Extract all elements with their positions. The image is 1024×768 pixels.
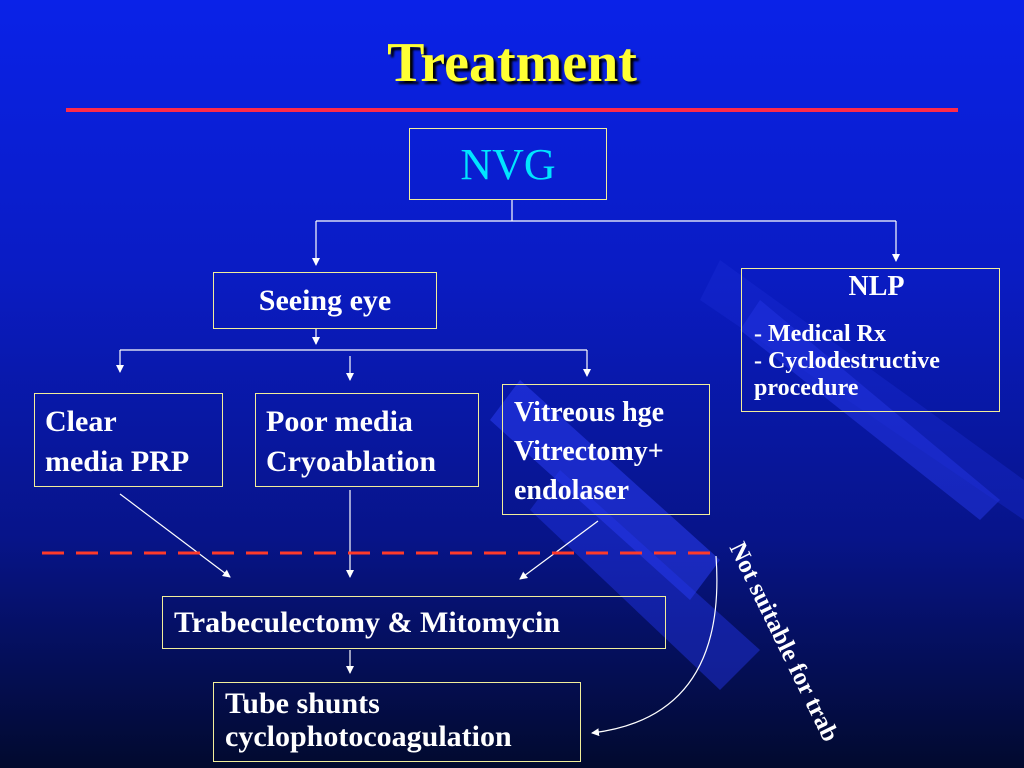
- node-nvg: NVG: [409, 128, 607, 200]
- nlp-line-procedure: procedure: [754, 375, 859, 401]
- tube-line-1: Tube shunts: [225, 687, 380, 720]
- node-trabeculectomy: Trabeculectomy & Mitomycin: [162, 596, 666, 649]
- node-vitreous: Vitreous hge Vitrectomy+ endolaser: [502, 384, 710, 515]
- vitreous-line-3: endolaser: [514, 475, 630, 506]
- nlp-heading: NLP: [848, 271, 905, 302]
- title-underline: [66, 108, 958, 112]
- vitreous-line-2: Vitrectomy+: [514, 436, 664, 467]
- node-clear-media: Clear media PRP: [34, 393, 223, 487]
- arrow-clear-to-trab: [119, 493, 231, 578]
- nlp-line-medical: - Medical Rx: [754, 321, 886, 347]
- clear-media-line-1: Clear: [45, 405, 117, 438]
- node-nlp: NLP - Medical Rx - Cyclodestructive proc…: [741, 268, 1000, 412]
- arrow-bypass-to-tube: [591, 555, 718, 737]
- nlp-line-cyclodestructive: - Cyclodestructive: [754, 348, 940, 374]
- page-title: Treatment: [387, 32, 637, 94]
- arrow-vitreous-to-trab: [519, 520, 599, 580]
- vitreous-line-1: Vitreous hge: [514, 397, 665, 428]
- clear-media-line-2: media PRP: [45, 445, 190, 478]
- node-poor-media: Poor media Cryoablation: [255, 393, 479, 487]
- poor-media-line-1: Poor media: [266, 405, 413, 438]
- node-tube-shunts: Tube shunts cyclophotocoagulation: [213, 682, 581, 762]
- poor-media-line-2: Cryoablation: [266, 445, 437, 478]
- node-seeing-eye: Seeing eye: [213, 272, 437, 329]
- tube-line-2: cyclophotocoagulation: [225, 720, 512, 753]
